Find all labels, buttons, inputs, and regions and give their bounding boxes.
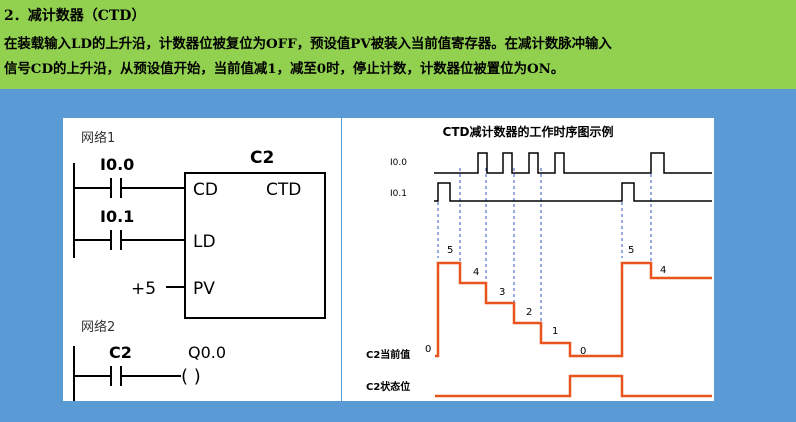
pin-cd-label: CD (193, 180, 218, 200)
pin-pv-label: PV (193, 279, 215, 299)
contact-c2-label: C2 (109, 343, 132, 362)
value-label: 3 (499, 287, 505, 298)
contact-i01-label: I0.1 (100, 207, 134, 226)
i01-pulse-train (434, 182, 712, 202)
value-label: 0 (425, 344, 431, 355)
timing-diagram-panel: CTD减计数器的工作时序图示例 I0.0 I0.1 C2当前值 C2状态位 0 (342, 118, 714, 401)
value-label: 2 (526, 307, 532, 318)
counter-name-label: C2 (250, 148, 274, 168)
timing-diagram: CTD减计数器的工作时序图示例 I0.0 I0.1 C2当前值 C2状态位 0 (366, 124, 712, 398)
i00-axis-label: I0.0 (390, 158, 407, 168)
ladder-diagram-panel: 网络1 I0.0 I0.1 C2 CD CTD LD PV +5 网络2 C2 … (63, 118, 341, 401)
ladder-diagram: 网络1 I0.0 I0.1 C2 CD CTD LD PV +5 网络2 C2 … (73, 130, 326, 401)
value-label: 1 (552, 326, 558, 337)
i01-axis-label: I0.1 (390, 189, 407, 199)
status-bit-axis-label: C2状态位 (366, 380, 410, 393)
section-title: 2．减计数器（CTD） (4, 8, 146, 24)
description-header: 2．减计数器（CTD） 在装载输入LD的上升沿，计数器位被复位为OFF，预设值P… (0, 0, 796, 89)
guide-lines (437, 168, 652, 338)
value-label: 4 (660, 265, 666, 276)
value-label: 0 (580, 346, 586, 357)
pin-ld-label: LD (193, 232, 216, 252)
coil-label: Q0.0 (188, 343, 226, 362)
counter-type-label: CTD (266, 180, 301, 200)
contact-i00-label: I0.0 (100, 155, 134, 174)
value-label: 4 (473, 267, 479, 278)
counter-box (184, 172, 326, 319)
value-label: 5 (628, 245, 634, 256)
network1-label: 网络1 (81, 130, 115, 146)
current-value-line (435, 261, 712, 358)
timing-title: CTD减计数器的工作时序图示例 (443, 124, 614, 139)
status-bit-line (435, 374, 712, 398)
pv-value-label: +5 (131, 279, 156, 299)
coil-symbol: ( ) (181, 366, 201, 387)
description-line-1: 在装载输入LD的上升沿，计数器位被复位为OFF，预设值PV被装入当前值寄存器。在… (4, 36, 612, 52)
value-label: 5 (447, 245, 453, 256)
network2-label: 网络2 (81, 319, 115, 335)
i00-pulse-train (434, 152, 712, 174)
description-line-2: 信号CD的上升沿，从预设值开始，当前值减1，减至0时，停止计数，计数器位被置位为… (4, 61, 565, 77)
current-value-axis-label: C2当前值 (366, 348, 410, 361)
